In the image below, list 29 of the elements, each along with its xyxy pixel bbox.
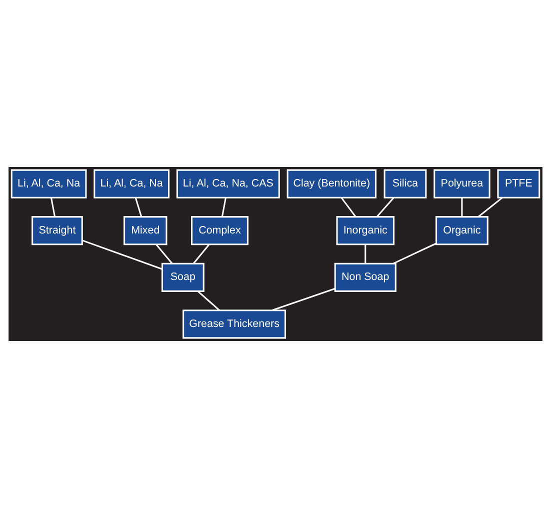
node-box: Li, Al, Ca, Na: [10, 169, 87, 198]
connector: [478, 197, 503, 218]
node-box: Polyurea: [434, 169, 490, 198]
node-box: Li, Al, Ca, Na: [94, 169, 170, 198]
connector: [156, 244, 173, 264]
connector: [272, 288, 336, 312]
node-box: Silica: [384, 169, 427, 198]
connector: [364, 244, 366, 264]
connector: [340, 197, 356, 218]
node-box: Soap: [161, 262, 204, 292]
connector: [376, 197, 394, 218]
node-box: Complex: [191, 216, 248, 246]
node-box: Non Soap: [334, 262, 396, 292]
node-box: Inorganic: [336, 216, 394, 246]
connector: [134, 198, 142, 217]
node-box: PTFE: [497, 169, 540, 198]
node-box: Mixed: [124, 216, 168, 246]
node-box: Li, Al, Ca, Na, CAS: [176, 169, 280, 198]
connector: [82, 240, 162, 270]
connector: [461, 198, 463, 217]
connector: [392, 242, 436, 264]
connector: [221, 198, 226, 217]
node-box: Organic: [436, 216, 488, 246]
connector: [197, 290, 220, 311]
connector: [192, 244, 210, 264]
node-box: Clay (Bentonite): [286, 169, 376, 198]
node-box: Straight: [32, 216, 83, 246]
connector: [50, 198, 56, 217]
node-box: Grease Thickeners: [182, 310, 286, 339]
